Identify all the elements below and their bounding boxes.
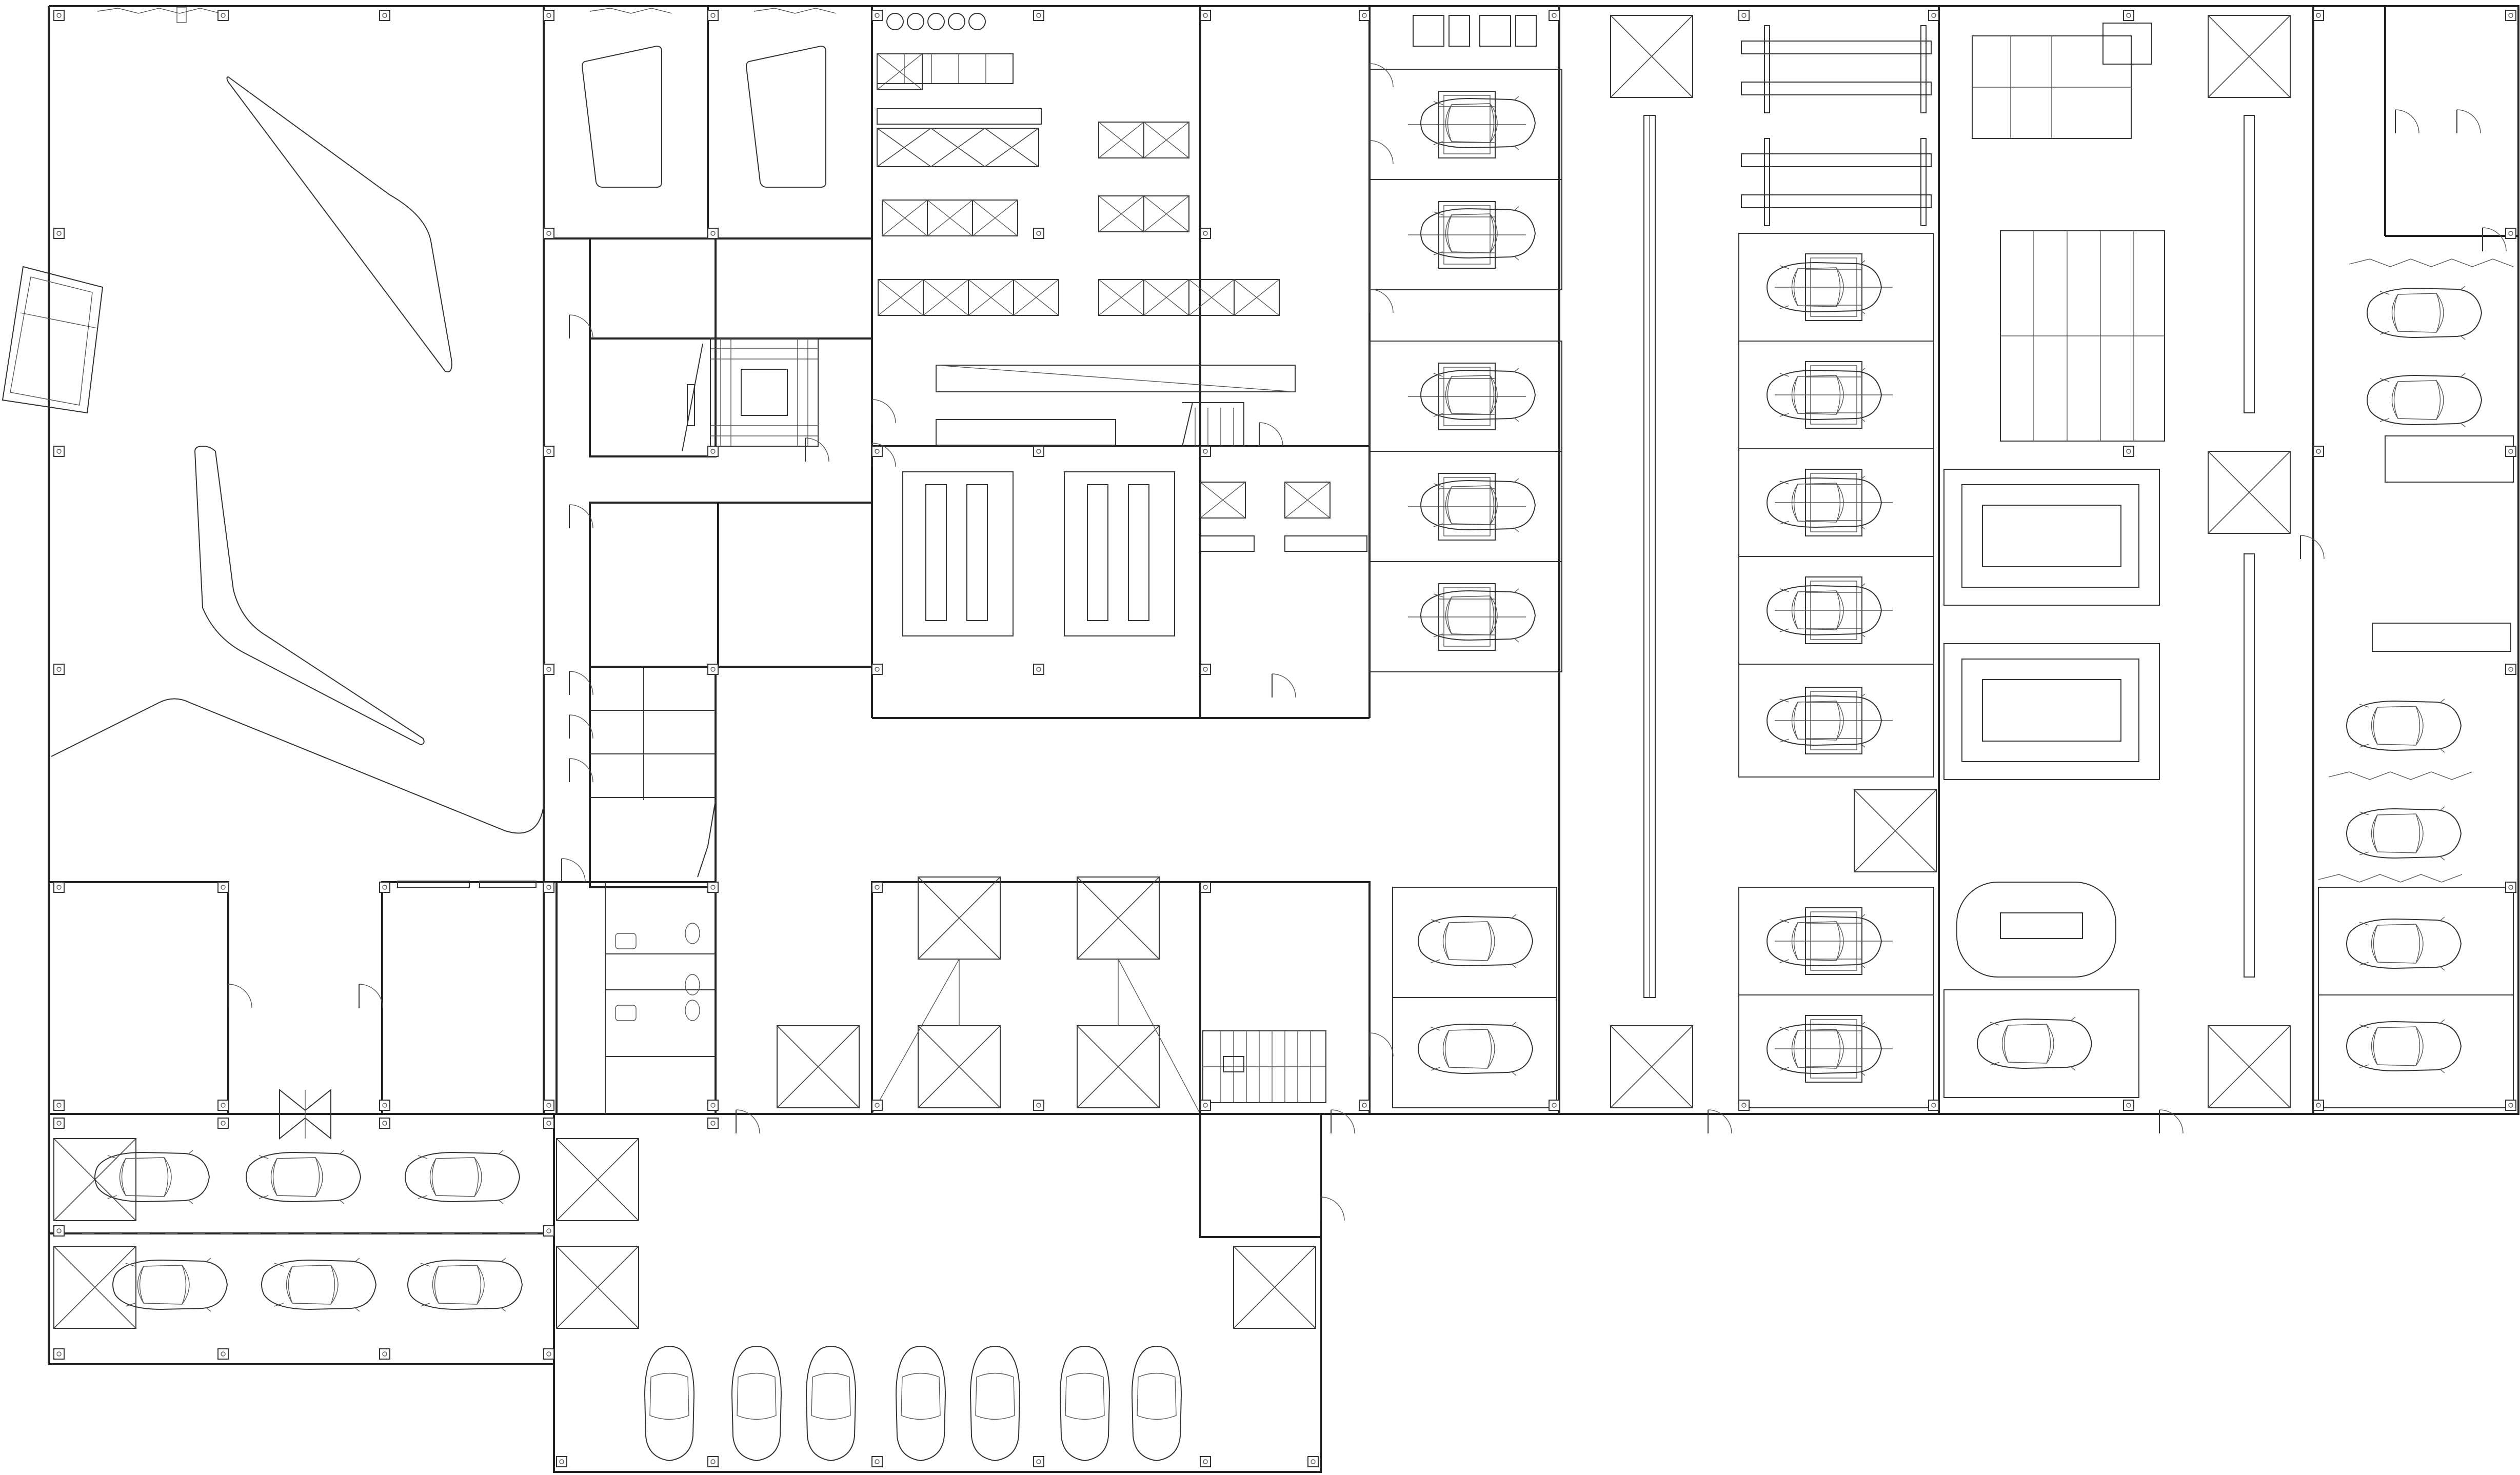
storage-area [872,6,1371,719]
revolving-door [279,1088,331,1140]
showroom-window-top [97,7,221,23]
upper-left-rooms [544,6,873,888]
bodywork-area [1943,15,2291,1108]
lower-central [777,876,1371,1115]
motorcycle-bays [902,471,1175,636]
lower-left-rooms [48,881,717,1140]
stair-core-lower [1199,881,1371,1115]
service-bays-center [1369,6,1693,1114]
parts-store [1972,23,2165,442]
tyre-rack [886,13,986,30]
entrance-canopy [2,266,104,414]
far-right-zone [2244,6,2518,1114]
service-bays-right [1738,6,1940,1114]
bottom-parking [49,1113,1322,1461]
shelving-rows [877,53,1367,552]
drain-channel [1643,115,1656,998]
stair-core-upper [589,237,872,457]
left-open-hall [2,7,544,834]
exterior-walls [48,5,2519,1473]
restroom-block [555,881,717,1115]
workbench-top [1413,15,1537,47]
two-post-lifts [1741,25,1932,226]
rear-stair [1181,402,1244,447]
